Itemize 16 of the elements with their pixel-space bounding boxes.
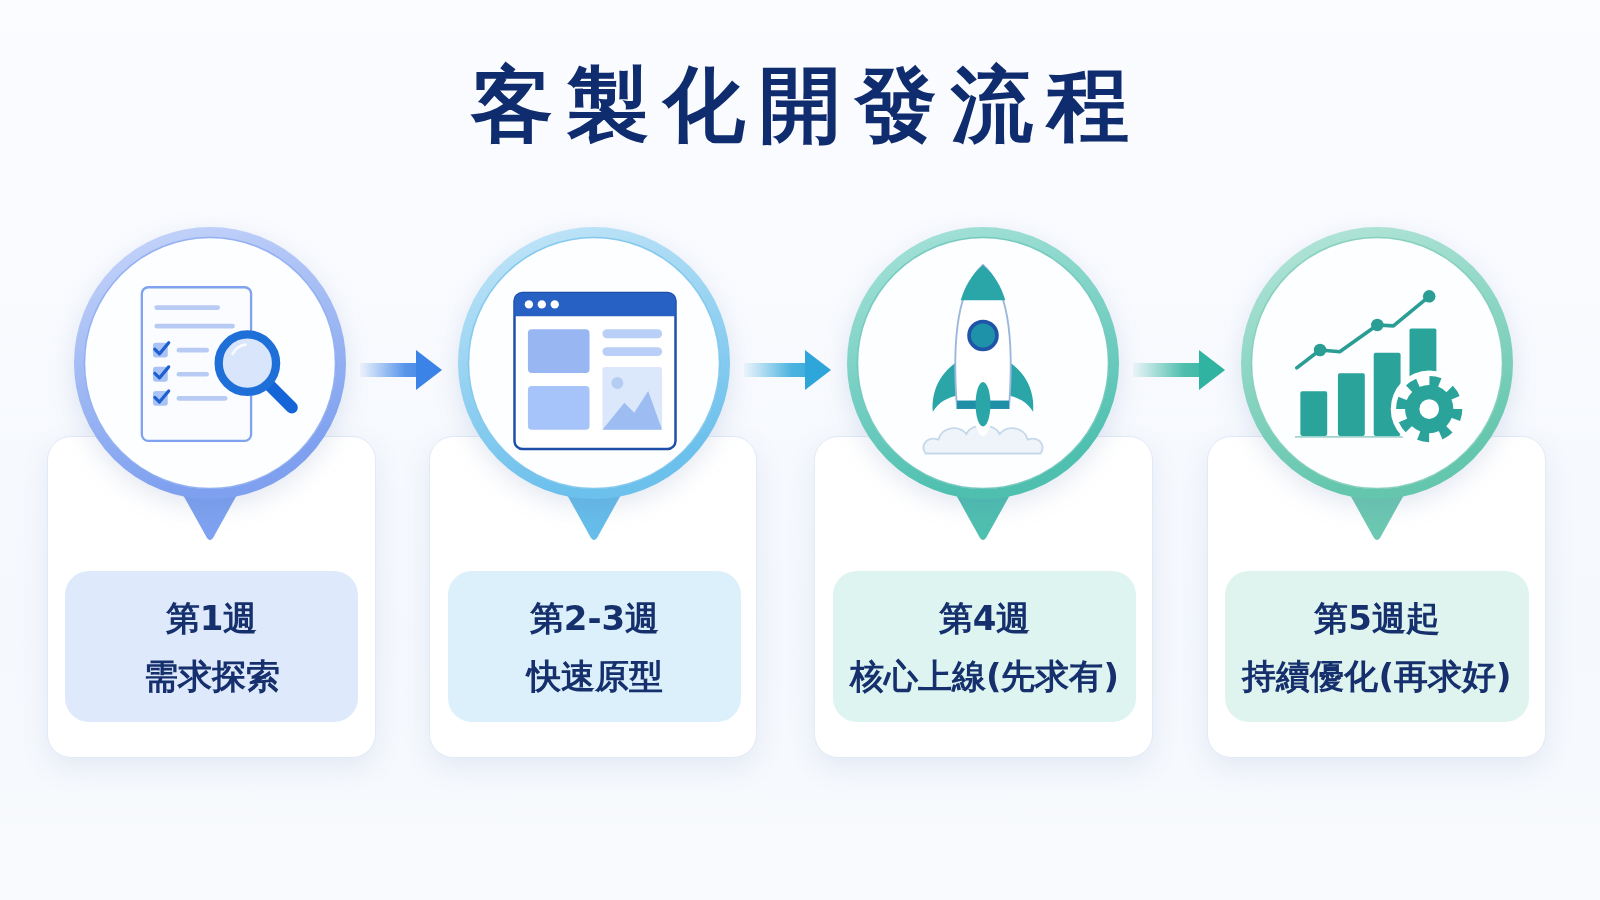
label-box	[1225, 571, 1529, 722]
stage-name: 需求探索	[143, 654, 280, 698]
label-box	[448, 571, 741, 722]
label-box	[833, 571, 1136, 722]
week-label: 第1週	[165, 596, 258, 640]
stage-name: 快速原型	[526, 654, 663, 698]
week-label: 第5週起	[1314, 596, 1440, 640]
arrow	[744, 350, 831, 390]
arrow	[1133, 350, 1225, 390]
stage-name: 核心上線(先求有)	[849, 654, 1120, 698]
title: 客製化開發流程	[469, 56, 1143, 154]
stage-name: 持續優化(再求好)	[1242, 654, 1512, 698]
label-box	[65, 571, 358, 722]
arrow	[360, 350, 442, 390]
week-label: 第2-3週	[529, 596, 660, 640]
week-label: 第4週	[938, 596, 1031, 640]
